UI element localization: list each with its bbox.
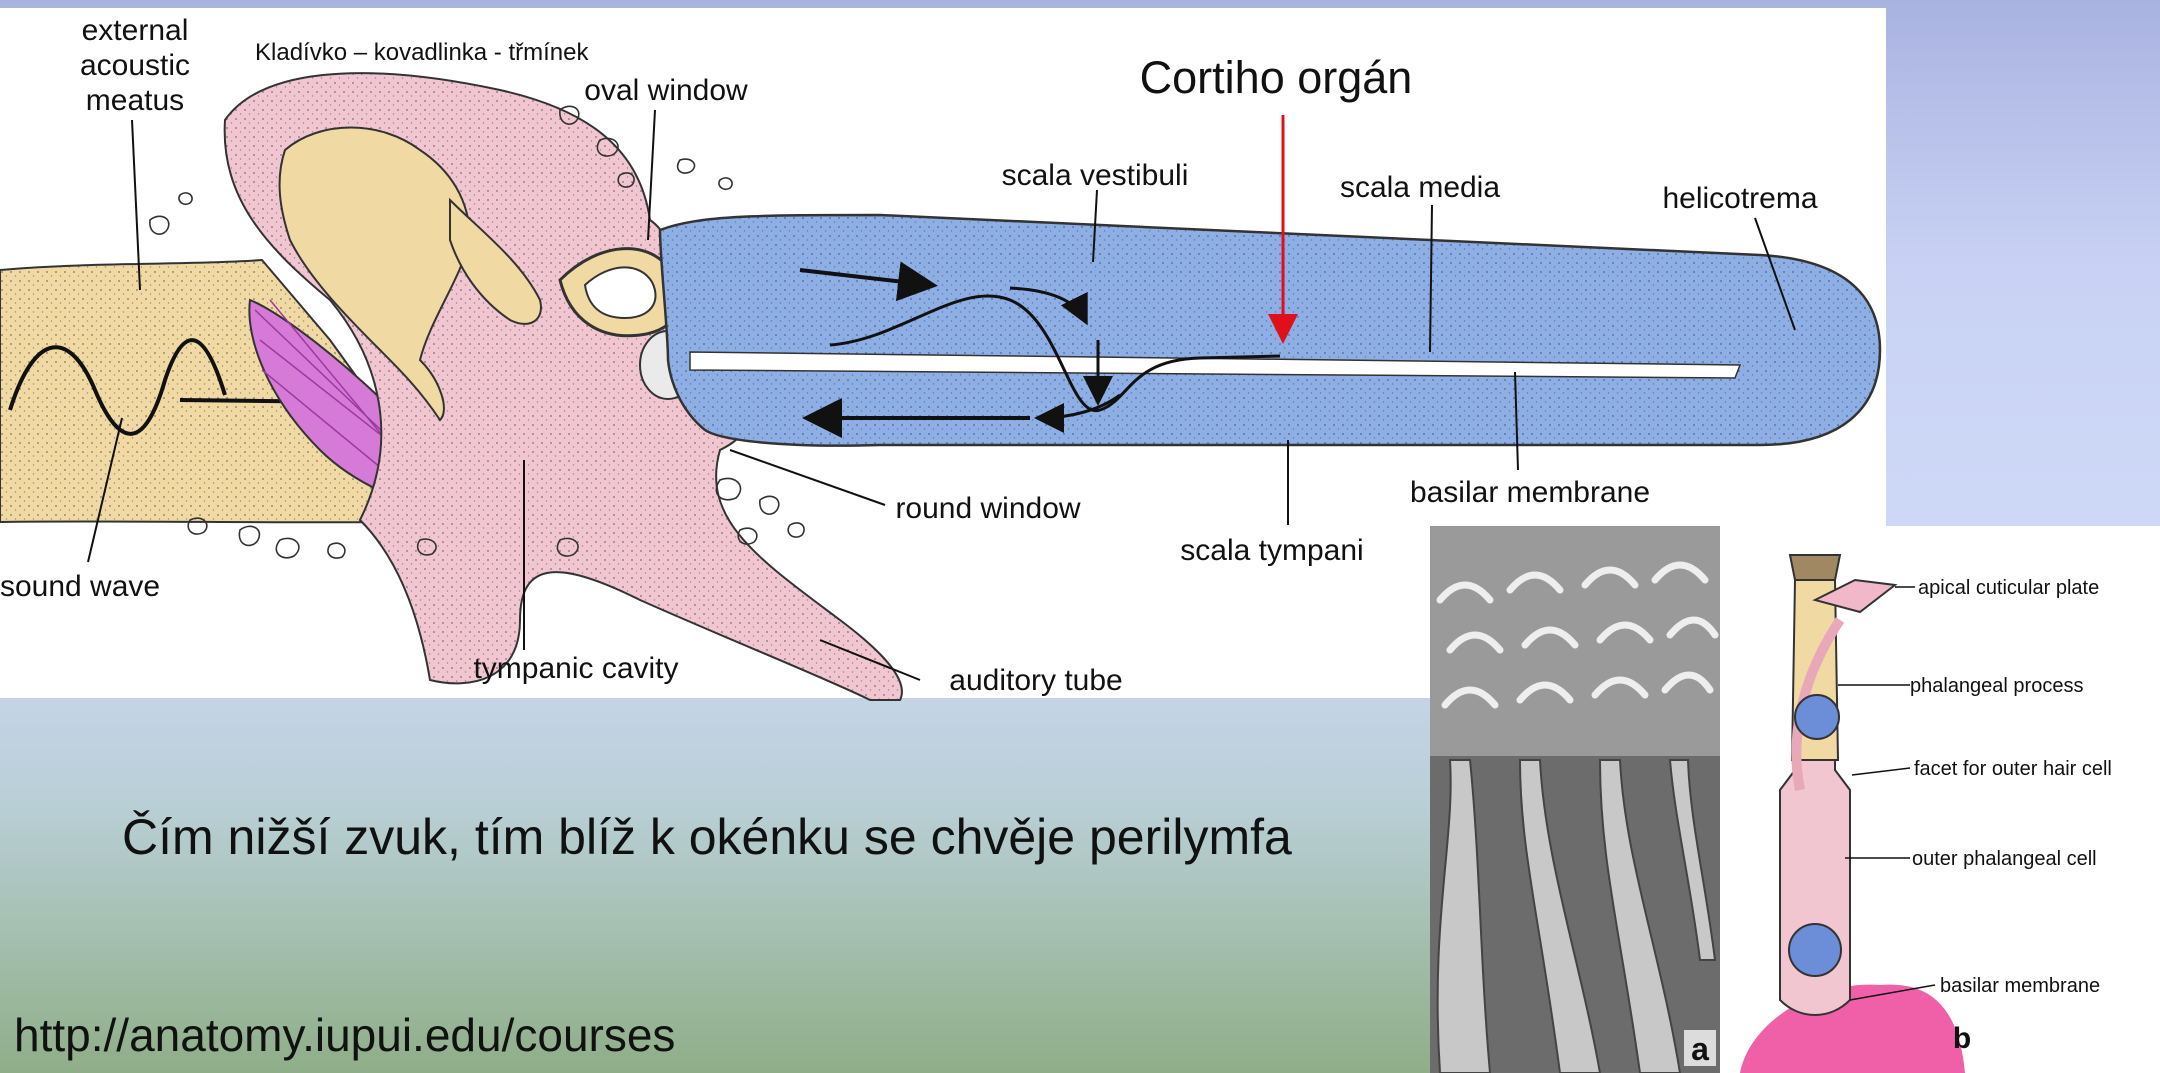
caption-text: Čím nižší zvuk, tím blíž k okénku se chv… <box>122 808 1292 866</box>
hair-cell-nucleus <box>1795 695 1839 739</box>
panel-a-letter: a <box>1691 1031 1709 1067</box>
micrograph-panel-a: a <box>1430 526 1720 1073</box>
label-facet: facet for outer hair cell <box>1914 758 2112 780</box>
label-basilar-membrane-b: basilar membrane <box>1940 975 2100 997</box>
label-outer-phalangeal-cell: outer phalangeal cell <box>1912 848 2097 870</box>
cell-drawing-panel-b: apical cuticular plate phalangeal proces… <box>1720 526 2160 1073</box>
label-apical-plate: apical cuticular plate <box>1918 577 2099 599</box>
label-phalangeal-process: phalangeal process <box>1910 675 2083 697</box>
phalangeal-nucleus <box>1789 924 1841 976</box>
panel-b-letter: b <box>1953 1022 1971 1055</box>
source-url[interactable]: http://anatomy.iupui.edu/courses <box>14 1008 675 1062</box>
